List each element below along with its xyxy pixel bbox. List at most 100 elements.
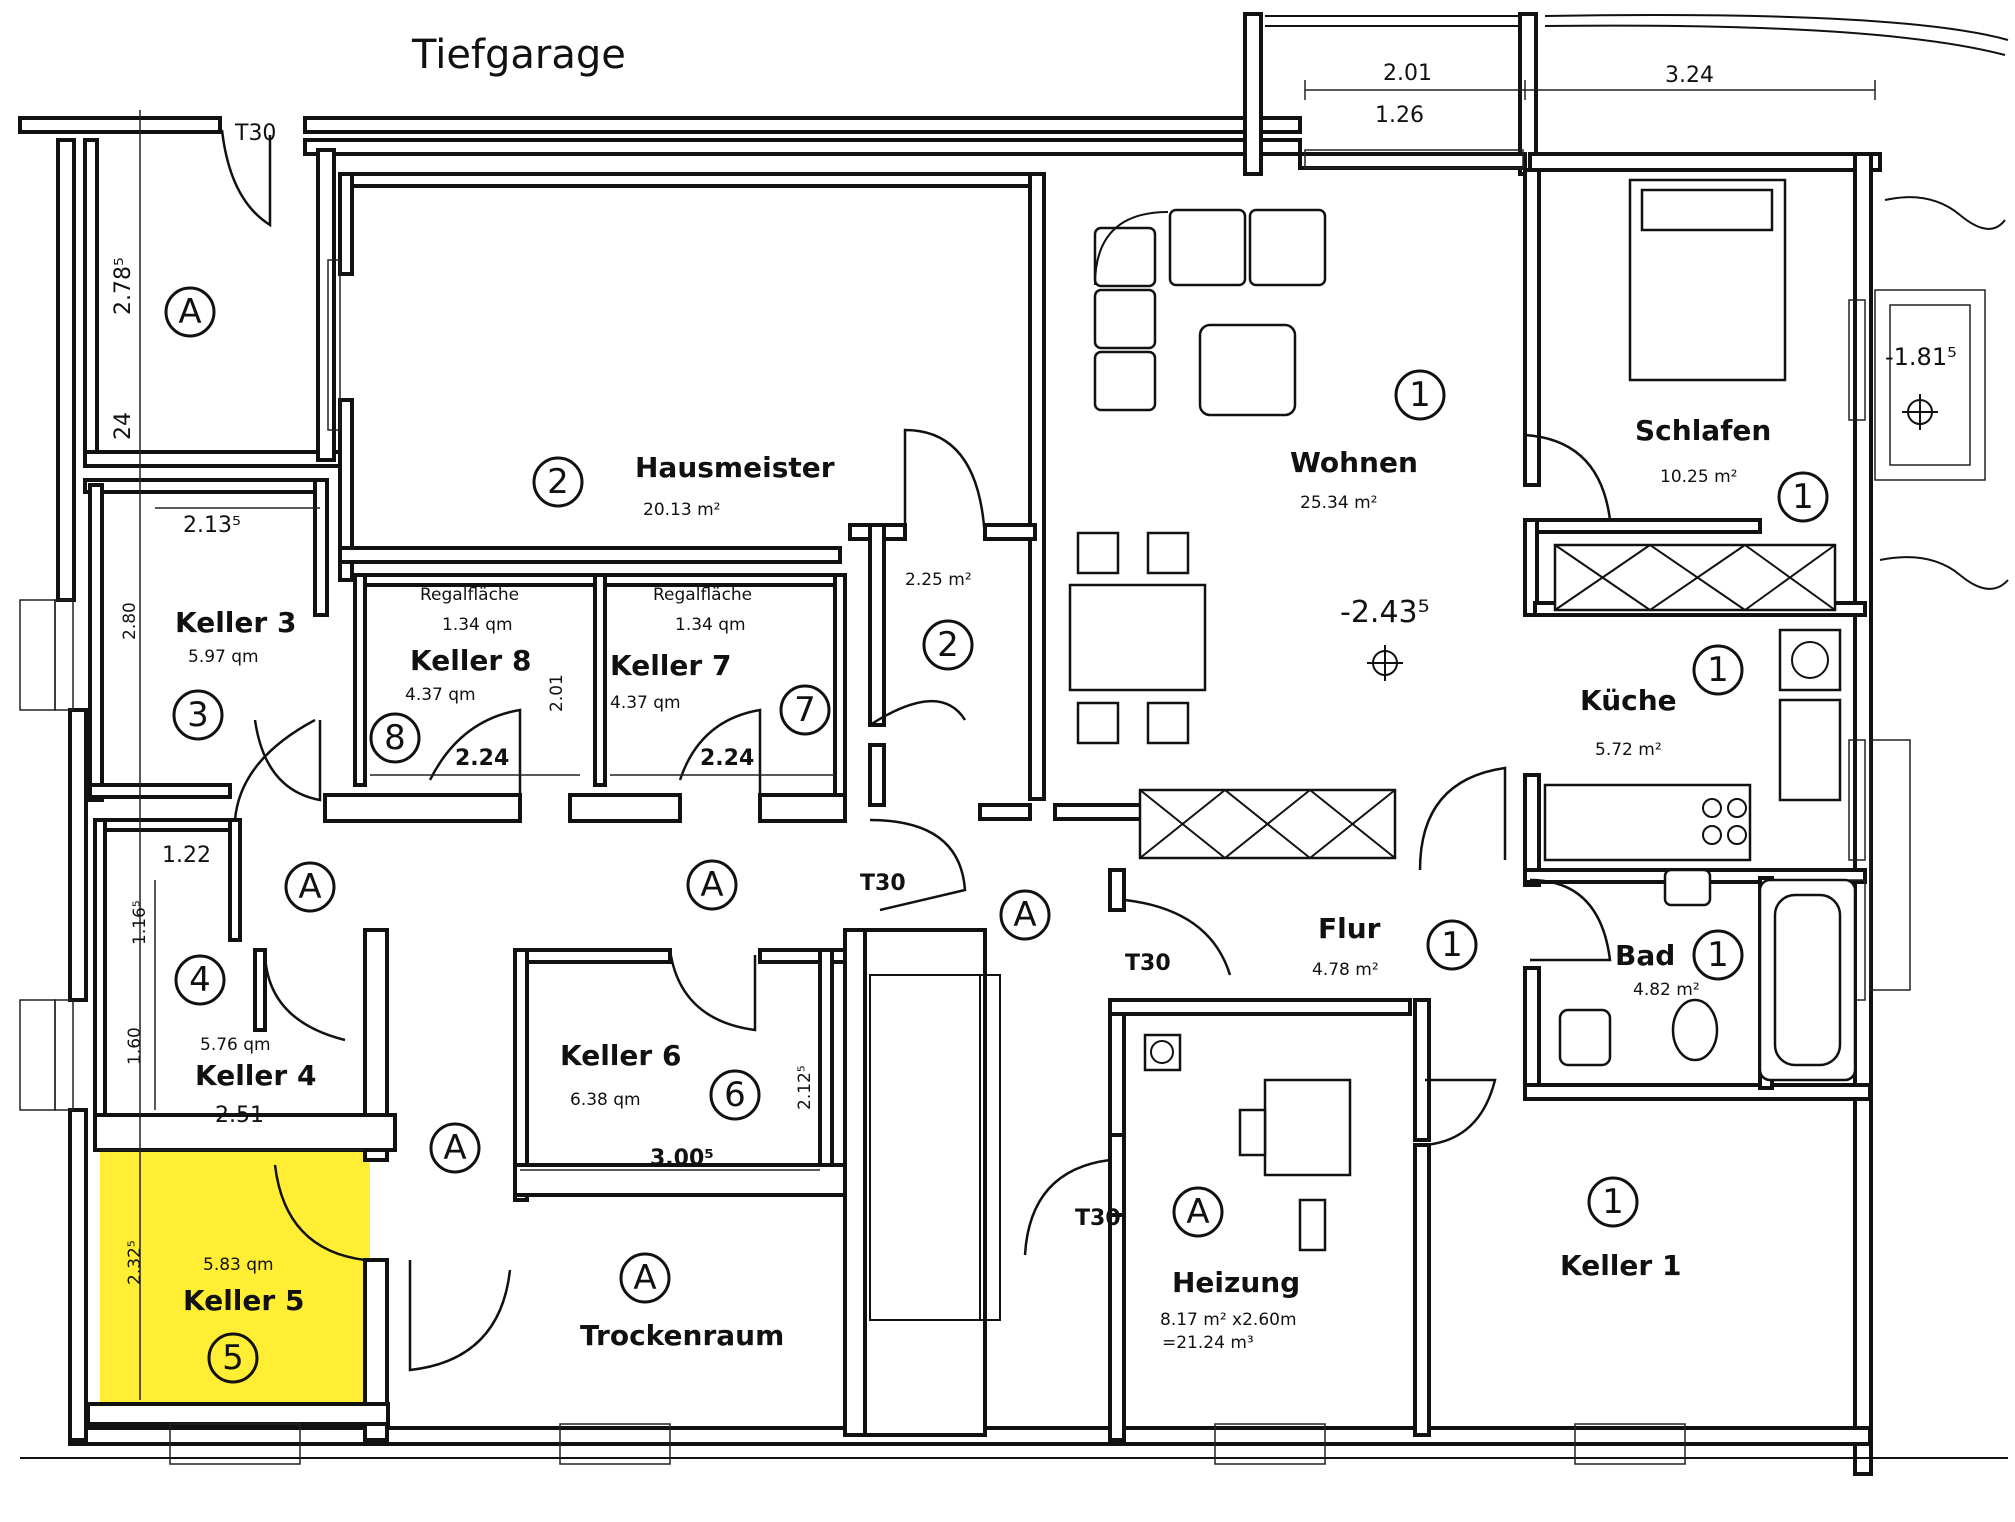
svg-text:2: 2	[937, 625, 959, 665]
svg-text:A: A	[298, 867, 321, 907]
keller8-height: 2.01	[547, 674, 567, 712]
walls	[18, 12, 2009, 1476]
keller7-shelf: Regalfläche	[653, 585, 752, 605]
windows	[19, 149, 1911, 1465]
svg-text:1: 1	[1602, 1182, 1624, 1222]
labels: Tiefgarage 2.01 1.26 3.24 T30 T30 T30 T3…	[111, 32, 1957, 1353]
elevation-right: -1.81⁵	[1885, 343, 1957, 371]
marker-common-4: A	[429, 1122, 481, 1174]
svg-text:A: A	[443, 1128, 466, 1168]
heizung-area2: =21.24 m³	[1162, 1333, 1254, 1353]
keller4-name: Keller 4	[195, 1059, 316, 1092]
marker-keller8: 8	[369, 712, 421, 764]
keller5-area: 5.83 qm	[203, 1255, 274, 1275]
svg-text:5: 5	[222, 1338, 244, 1378]
svg-text:6: 6	[724, 1075, 746, 1115]
svg-text:1: 1	[1409, 375, 1431, 415]
marker-trockenraum: A	[619, 1252, 671, 1304]
roomA-height2: 24	[111, 412, 136, 440]
keller5-height: 2.32⁵	[125, 1240, 145, 1285]
marker-bad: 1	[1692, 929, 1744, 981]
kueche-area: 5.72 m²	[1595, 740, 1662, 760]
dim-top-2: 1.26	[1375, 103, 1424, 128]
t30-flur: T30	[1125, 951, 1171, 976]
keller8-shelf: Regalfläche	[420, 585, 519, 605]
svg-text:1: 1	[1792, 477, 1814, 517]
marker-keller1: 1	[1587, 1176, 1639, 1228]
roomA-height: 2.78⁵	[111, 257, 136, 315]
marker-kueche: 1	[1692, 644, 1744, 696]
t30-heiz: T30	[1075, 1206, 1121, 1231]
keller4-area: 5.76 qm	[200, 1035, 271, 1055]
dimension-lines	[100, 80, 1876, 1400]
keller6-name: Keller 6	[560, 1039, 681, 1072]
dim-top-3: 3.24	[1665, 63, 1714, 88]
room-markers: A 2 1 1 1 1 1 1 3 4 5 6 7 8 2 A A A A A …	[164, 286, 1829, 1384]
svg-text:A: A	[178, 292, 201, 332]
marker-common-3: A	[999, 889, 1051, 941]
marker-keller7: 7	[779, 684, 831, 736]
keller8-shelf-area: 1.34 qm	[442, 615, 513, 635]
marker-wohnen: 1	[1394, 369, 1446, 421]
svg-text:2: 2	[547, 462, 569, 502]
keller3-name: Keller 3	[175, 606, 296, 639]
schlafen-name: Schlafen	[1635, 414, 1771, 447]
keller3-height: 2.80	[120, 602, 140, 640]
heizung-name: Heizung	[1172, 1266, 1300, 1299]
furniture	[1068, 178, 2009, 1252]
doors	[220, 129, 1612, 1372]
flur-area: 4.78 m²	[1312, 960, 1379, 980]
svg-text:3: 3	[187, 695, 209, 735]
svg-text:A: A	[700, 865, 723, 905]
svg-text:1: 1	[1707, 935, 1729, 975]
marker-schlafen: 1	[1777, 471, 1829, 523]
marker-keller3: 3	[172, 689, 224, 741]
keller7-width: 2.24	[700, 746, 754, 771]
bad-name: Bad	[1615, 939, 1675, 972]
svg-text:A: A	[1013, 895, 1036, 935]
marker-heizung: A	[1172, 1186, 1224, 1238]
svg-text:7: 7	[794, 690, 816, 730]
keller7-shelf-area: 1.34 qm	[675, 615, 746, 635]
hausmeister-name: Hausmeister	[635, 451, 835, 484]
wohnen-area: 25.34 m²	[1300, 493, 1377, 513]
keller6-width: 3.00⁵	[650, 1146, 714, 1171]
svg-text:1: 1	[1441, 925, 1463, 965]
keller4-h1: 1.16⁵	[130, 900, 150, 945]
keller3-width: 2.13⁵	[183, 513, 241, 538]
marker-keller6: 6	[709, 1069, 761, 1121]
keller1-name: Keller 1	[1560, 1249, 1681, 1282]
schlafen-area: 10.25 m²	[1660, 467, 1737, 487]
marker-common-2: A	[686, 859, 738, 911]
keller6-height: 2.12⁵	[795, 1065, 815, 1110]
keller5-name: Keller 5	[183, 1284, 304, 1317]
keller3-area: 5.97 qm	[188, 647, 259, 667]
keller6-area: 6.38 qm	[570, 1090, 641, 1110]
keller4-width2: 1.22	[162, 843, 211, 868]
keller7-area: 4.37 qm	[610, 693, 681, 713]
marker-keller5: 5	[207, 1332, 259, 1384]
marker-common-1: A	[284, 861, 336, 913]
kueche-name: Küche	[1580, 684, 1677, 717]
keller8-area: 4.37 qm	[405, 685, 476, 705]
marker-keller4: 4	[174, 954, 226, 1006]
flur-name: Flur	[1318, 912, 1381, 945]
stairs	[869, 974, 1001, 1321]
t30-mid: T30	[860, 871, 906, 896]
marker-hausmeister: 2	[532, 456, 584, 508]
svg-text:1: 1	[1707, 650, 1729, 690]
svg-text:A: A	[633, 1258, 656, 1298]
hausmeister-area: 20.13 m²	[643, 500, 720, 520]
svg-text:A: A	[1186, 1192, 1209, 1232]
marker-small2: 2	[922, 619, 974, 671]
keller4-width: 2.51	[215, 1103, 264, 1128]
keller4-h2: 1.60	[125, 1027, 145, 1065]
marker-flur: 1	[1426, 919, 1478, 971]
wohnen-name: Wohnen	[1290, 446, 1418, 479]
heizung-area1: 8.17 m² x2.60m	[1160, 1310, 1297, 1330]
bad-area: 4.82 m²	[1633, 980, 1700, 1000]
dim-top-1: 2.01	[1383, 61, 1432, 86]
elevation-main: -2.43⁵	[1340, 595, 1430, 630]
elevation-markers	[1367, 394, 1938, 681]
